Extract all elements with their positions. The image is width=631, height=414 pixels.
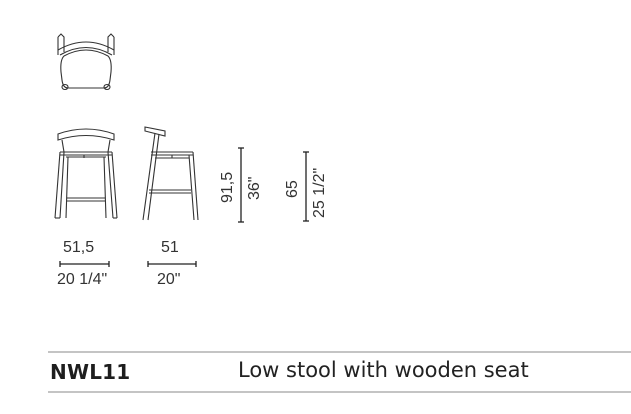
- front-view-icon: [54, 128, 118, 219]
- side-depth-imperial: 20": [157, 271, 181, 288]
- bottom-divider: [48, 391, 631, 393]
- seat-height-dimension-line: [303, 151, 309, 222]
- seat-height-metric: 65: [284, 180, 301, 198]
- product-code: NWL11: [50, 360, 131, 384]
- front-width-dimension-line: [59, 261, 110, 267]
- front-width-metric: 51,5: [63, 239, 95, 256]
- side-view-icon: [142, 126, 199, 221]
- front-width-imperial: 20 1/4": [57, 271, 108, 288]
- product-description: Low stool with wooden seat: [238, 358, 529, 382]
- top-divider: [48, 351, 631, 353]
- side-depth-dimension-line: [147, 261, 197, 267]
- total-height-imperial: 36": [246, 176, 263, 200]
- side-depth-metric: 51: [161, 239, 179, 256]
- total-height-dimension-line: [238, 147, 244, 223]
- total-height-metric: 91,5: [219, 171, 236, 203]
- top-view-icon: [57, 33, 115, 91]
- seat-height-imperial: 25 1/2": [311, 167, 328, 218]
